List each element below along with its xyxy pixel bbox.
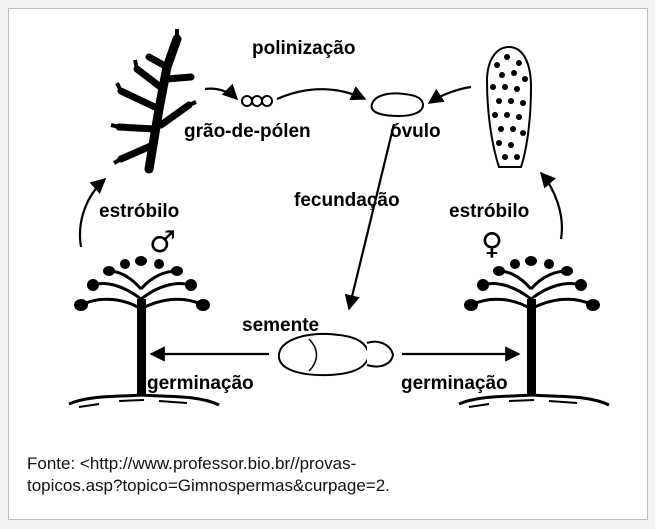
label-pollen-grain: grão-de-pólen	[184, 121, 311, 142]
label-pollination: polinização	[252, 38, 355, 59]
female-symbol: ♀	[481, 227, 503, 262]
caption-line-2: topicos.asp?topico=Gimnospermas&curpage=…	[27, 476, 390, 495]
arrow-ovule-to-seed	[344, 123, 396, 311]
male-strobilus-icon	[110, 29, 197, 174]
label-seed: semente	[242, 315, 319, 336]
label-strobilus-male: estróbilo	[99, 201, 179, 222]
gymnosperm-life-cycle-diagram: polinização grão-de-pólen óvulo fecundaç…	[68, 29, 610, 408]
female-strobilus-icon	[485, 45, 533, 168]
label-ovule: óvulo	[390, 121, 441, 142]
right-araucaria-tree-icon	[458, 256, 610, 408]
figure-frame: polinização grão-de-pólen óvulo fecundaç…	[8, 8, 648, 520]
seed-icon	[277, 333, 395, 377]
arrow-branch-to-pollen	[204, 83, 239, 101]
label-germination-left: germinação	[147, 373, 254, 394]
caption-line-1: Fonte: <http://www.professor.bio.br//pro…	[27, 454, 357, 473]
label-strobilus-female: estróbilo	[449, 201, 529, 222]
label-germination-right: germinação	[401, 373, 508, 394]
ovule-icon	[370, 92, 425, 118]
label-fertilization: fecundação	[294, 190, 400, 211]
arrow-cone-to-ovule	[427, 85, 472, 104]
pollen-grain-icon	[241, 95, 273, 107]
cycle-arrows	[79, 83, 563, 362]
left-araucaria-tree-icon	[68, 256, 220, 408]
arrow-right-tree-to-female-strobilus	[539, 171, 563, 240]
arrow-pollination	[276, 86, 367, 101]
arrow-left-tree-to-male-strobilus	[79, 177, 107, 248]
male-symbol: ♂	[149, 225, 176, 260]
source-caption: Fonte: <http://www.professor.bio.br//pro…	[27, 453, 627, 497]
